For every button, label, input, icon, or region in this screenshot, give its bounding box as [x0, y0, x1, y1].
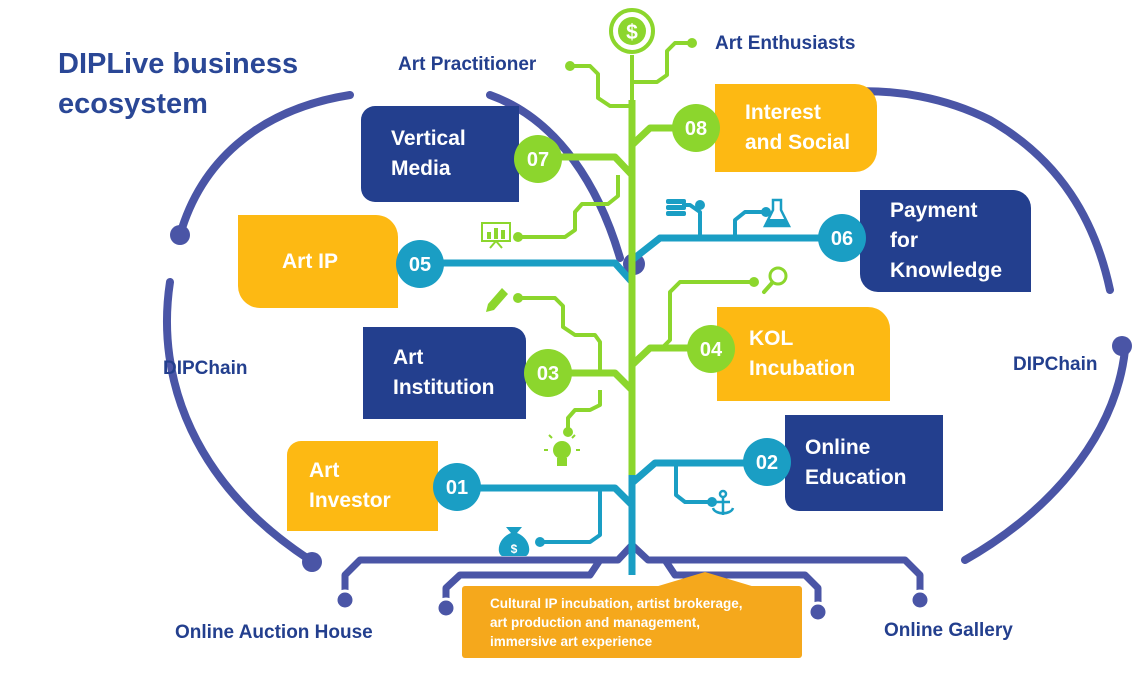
- badge-08-number: 08: [685, 118, 707, 140]
- ring-node-right: [1112, 336, 1132, 356]
- dipchain-left-label: DIPChain: [163, 358, 248, 379]
- art-enthusiasts-label: Art Enthusiasts: [715, 33, 856, 54]
- magnifier-icon: [762, 266, 788, 294]
- interest-social-box: Interest and Social: [715, 84, 877, 172]
- pencil-icon: [486, 288, 508, 312]
- art-ip-box: Art IP: [238, 215, 398, 308]
- dipchain-right-label: DIPChain: [1013, 354, 1098, 375]
- payment-knowledge-box: Payment for Knowledge: [860, 190, 1031, 292]
- badge-04-number: 04: [700, 339, 723, 361]
- art-investor-line-2: Investor: [309, 489, 391, 512]
- badge-02-number: 02: [756, 452, 778, 474]
- art-institution-box: Art Institution: [363, 327, 526, 419]
- badge-06-number: 06: [831, 228, 853, 250]
- root-connectors: [341, 541, 924, 614]
- badge-05-number: 05: [409, 254, 431, 276]
- online-education-box: Online Education: [785, 415, 943, 511]
- badge-05: 05: [396, 240, 444, 288]
- art-investor-box: Art Investor: [287, 441, 438, 531]
- coin-stack-icon: [666, 199, 686, 216]
- art-institution-line-2: Institution: [393, 376, 495, 399]
- svg-text:$: $: [511, 542, 518, 556]
- vertical-media-line-1: Vertical: [391, 127, 466, 150]
- badge-07-number: 07: [527, 149, 549, 171]
- badge-03-number: 03: [537, 363, 559, 385]
- flask-icon: [762, 198, 792, 228]
- teal-twigs: [542, 203, 765, 544]
- badge-03: 03: [524, 349, 572, 397]
- badge-07: 07: [514, 135, 562, 183]
- payment-knowledge-line-2: for: [890, 229, 918, 252]
- badge-02: 02: [743, 438, 791, 486]
- payment-knowledge-line-1: Payment: [890, 199, 978, 222]
- center-note-line-1: Cultural IP incubation, artist brokerage…: [490, 596, 743, 611]
- money-bag-icon: $: [498, 527, 530, 556]
- anchor-icon: [711, 489, 735, 515]
- center-note-line-2: art production and management,: [490, 615, 701, 630]
- presentation-chart-icon: [481, 222, 511, 249]
- art-ip-line-1: Art IP: [282, 249, 339, 273]
- ring-node-left-upper: [170, 225, 190, 245]
- online-auction-house-label: Online Auction House: [175, 622, 373, 643]
- online-education-line-1: Online: [805, 436, 871, 459]
- art-investor-line-1: Art: [309, 459, 340, 482]
- dollar-icon: $: [609, 8, 655, 54]
- payment-knowledge-line-3: Knowledge: [890, 259, 1003, 282]
- art-institution-line-1: Art: [393, 346, 424, 369]
- ring-node-left-lower: [302, 552, 322, 572]
- vertical-media-box: Vertical Media: [361, 106, 519, 202]
- badge-06: 06: [818, 214, 866, 262]
- interest-social-line-1: Interest: [745, 101, 821, 124]
- title-line-2: ecosystem: [58, 88, 208, 120]
- kol-incubation-line-2: Incubation: [749, 357, 856, 380]
- green-twigs: [520, 41, 752, 430]
- vertical-media-line-2: Media: [391, 157, 451, 180]
- badge-08: 08: [672, 104, 720, 152]
- badge-01-number: 01: [446, 477, 468, 499]
- badge-04: 04: [687, 325, 735, 373]
- online-gallery-label: Online Gallery: [884, 620, 1013, 641]
- online-education-line-2: Education: [805, 466, 907, 489]
- art-practitioner-label: Art Practitioner: [398, 54, 537, 75]
- interest-social-line-2: and Social: [745, 131, 851, 154]
- lightbulb-icon: [544, 434, 580, 466]
- kol-incubation-box: KOL Incubation: [717, 307, 890, 401]
- badge-01: 01: [433, 463, 481, 511]
- center-note: Cultural IP incubation, artist brokerage…: [462, 586, 802, 658]
- kol-incubation-line-1: KOL: [749, 327, 794, 350]
- title-line-1: DIPLive business: [58, 48, 299, 80]
- note-pointer: [655, 572, 755, 587]
- svg-text:$: $: [626, 21, 638, 44]
- center-note-line-3: immersive art experience: [490, 634, 653, 649]
- page-title: DIPLive business ecosystem: [58, 44, 298, 124]
